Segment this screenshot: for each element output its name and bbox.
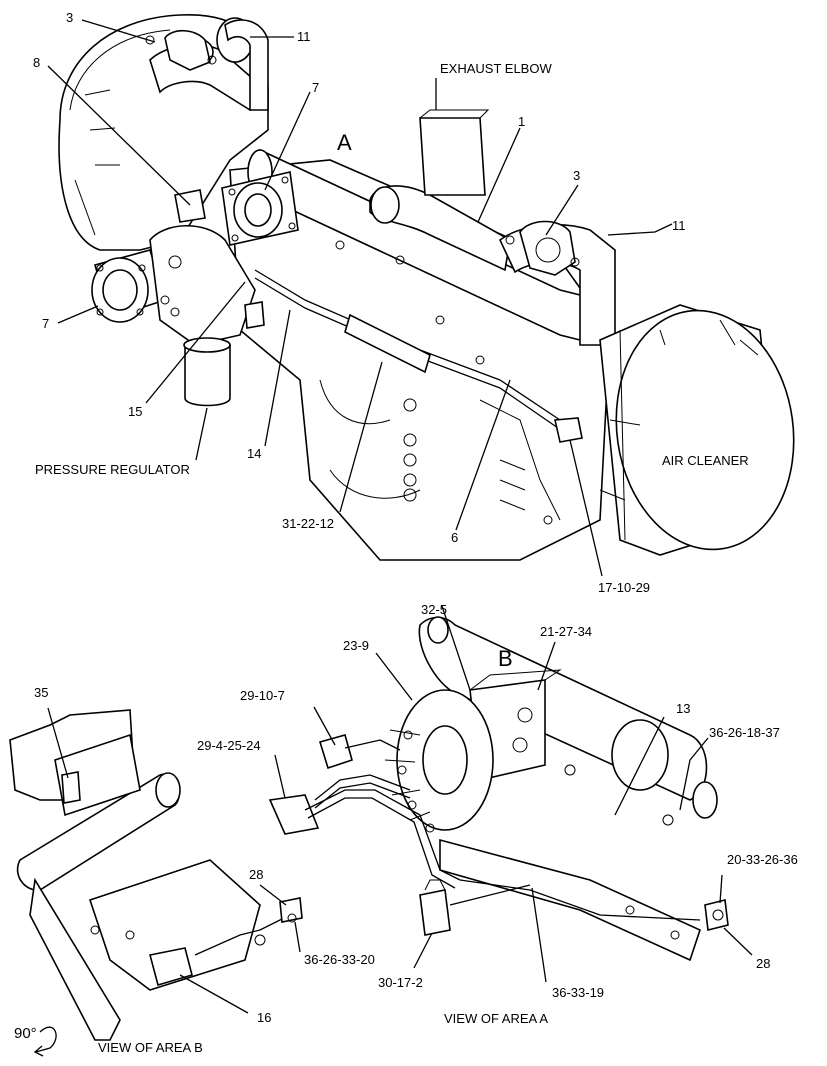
callout-11-right: 11	[672, 218, 686, 233]
callout-1: 1	[518, 114, 525, 129]
label-view-area-a: VIEW OF AREA A	[444, 1011, 548, 1026]
clamp-left	[164, 29, 211, 71]
fitting-29-4-25-24	[268, 794, 320, 835]
fitting-17	[554, 417, 583, 443]
elbow-11-left	[224, 19, 269, 111]
callout-31-22-12: 31-22-12	[282, 516, 334, 531]
callout-7-left: 7	[42, 316, 49, 331]
callout-16: 16	[257, 1010, 271, 1025]
callout-3-right: 3	[573, 168, 580, 183]
callout-29-10-7: 29-10-7	[240, 688, 285, 703]
area-b-bracket	[29, 877, 121, 1041]
label-air-cleaner: AIR CLEANER	[662, 453, 749, 468]
flange-7-top	[221, 171, 299, 246]
clip-28-left	[279, 897, 303, 923]
callout-36-26-18-37: 36-26-18-37	[709, 725, 780, 740]
callout-15: 15	[128, 404, 142, 419]
tube-31	[344, 313, 431, 374]
flange-23	[384, 689, 494, 833]
fitting-29-10-7	[318, 734, 353, 770]
bracket-36-33-19	[439, 838, 701, 962]
callout-32-5: 32-5	[421, 602, 447, 617]
exhaust-elbow	[419, 117, 486, 196]
label-view-area-b: VIEW OF AREA B	[98, 1040, 203, 1055]
pressure-regulator	[184, 344, 231, 407]
callout-28-left: 28	[249, 867, 263, 882]
callout-6: 6	[451, 530, 458, 545]
callout-11-top: 11	[297, 29, 311, 44]
callouts: 3 11 8 7 1 3 11 7 15 14 31-22-12 6 17-10…	[33, 10, 798, 1025]
fitting-35	[61, 771, 81, 804]
view-area-b-drawing	[9, 709, 303, 1041]
air-cleaner-body	[599, 304, 795, 556]
label-rotation: 90°	[14, 1025, 37, 1042]
callout-36-33-19: 36-33-19	[552, 985, 604, 1000]
rotation-arrow-icon	[33, 1026, 57, 1057]
label-exhaust-elbow: EXHAUST ELBOW	[440, 61, 552, 76]
callout-23-9: 23-9	[343, 638, 369, 653]
clip-28-right	[704, 899, 729, 931]
callout-28-right: 28	[756, 956, 770, 971]
callout-29-4-25-24: 29-4-25-24	[197, 738, 261, 753]
fitting-14	[244, 301, 265, 329]
callout-21-27-34: 21-27-34	[540, 624, 592, 639]
callout-17-10-29: 17-10-29	[598, 580, 650, 595]
leader-lines	[47, 19, 753, 1014]
callout-3-left: 3	[66, 10, 73, 25]
callout-30-17-2: 30-17-2	[378, 975, 423, 990]
labels: PRESSURE REGULATOR EXHAUST ELBOW AIR CLE…	[14, 61, 749, 1055]
callout-7-top: 7	[312, 80, 319, 95]
callout-36-26-33-20: 36-26-33-20	[304, 952, 375, 967]
callout-14: 14	[247, 446, 261, 461]
callout-8: 8	[33, 55, 40, 70]
clamp-right	[519, 220, 576, 276]
view-area-a-drawing	[268, 616, 729, 962]
main-assembly-drawing	[58, 14, 795, 561]
fitting-30-17-2	[419, 889, 451, 936]
callout-35: 35	[34, 685, 48, 700]
label-pressure-regulator: PRESSURE REGULATOR	[35, 462, 190, 477]
callout-20-33-26-36: 20-33-26-36	[727, 852, 798, 867]
turbocharger	[149, 224, 256, 346]
callout-13: 13	[676, 701, 690, 716]
label-area-b: B	[498, 646, 513, 671]
label-area-a: A	[337, 130, 352, 155]
